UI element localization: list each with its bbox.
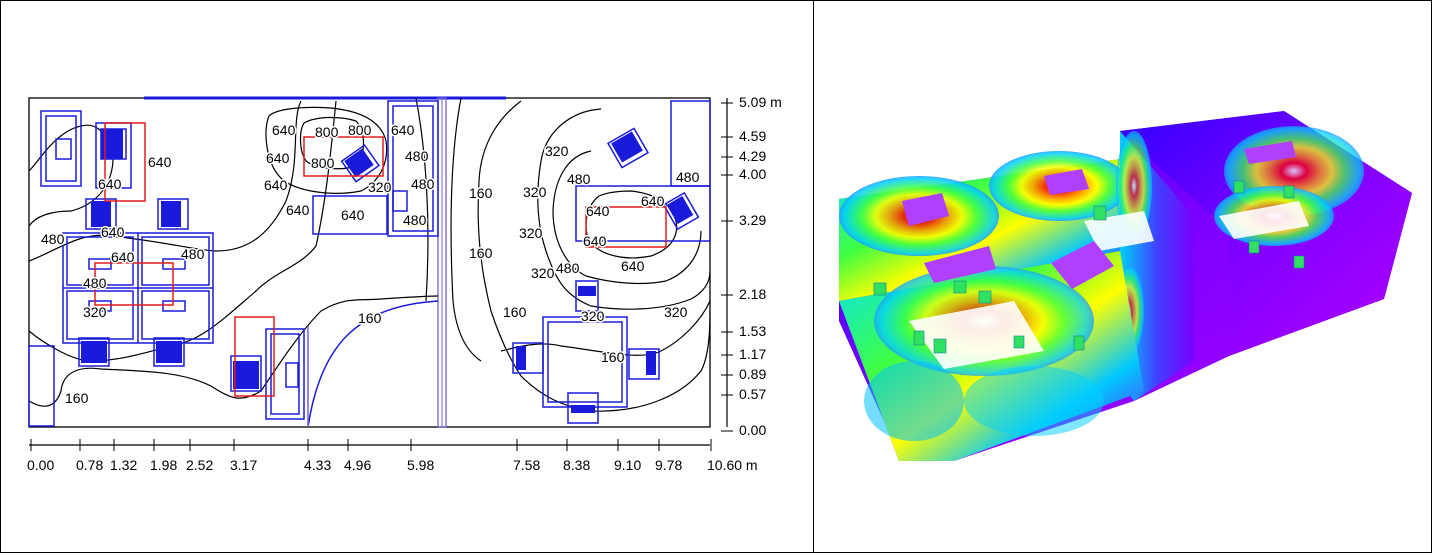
x-tick-label: 1.98 xyxy=(150,457,177,473)
contour-label: 640 xyxy=(641,193,665,209)
y-tick-label: 3.29 xyxy=(739,212,766,228)
cabinet xyxy=(40,110,82,187)
x-tick-label: 7.58 xyxy=(513,457,540,473)
curved-wall xyxy=(307,300,439,428)
x-tick-label: 0.00 xyxy=(27,457,54,473)
y-tick-label: 1.53 xyxy=(739,323,766,339)
contour-label: 480 xyxy=(411,176,435,192)
contour-label: 320 xyxy=(523,184,547,200)
x-tick-label: 1.32 xyxy=(110,457,137,473)
contour-label: 800 xyxy=(315,124,339,140)
x-tick-label: 9.10 xyxy=(614,457,641,473)
contour-label: 640 xyxy=(586,203,610,219)
contour-label: 640 xyxy=(101,224,125,240)
isolux-plan: 6408008008006406406406406406406404806404… xyxy=(27,94,782,473)
contour-label: 480 xyxy=(181,246,205,262)
contour-label: 640 xyxy=(98,176,122,192)
x-tick-label: 8.38 xyxy=(563,457,590,473)
false-color-render xyxy=(839,111,1412,461)
contour-label: 640 xyxy=(341,207,365,223)
x-tick-label: 4.33 xyxy=(304,457,331,473)
render-chairs xyxy=(873,180,1305,354)
contour-label: 800 xyxy=(311,155,335,171)
y-tick-label: 2.18 xyxy=(739,286,766,302)
contour-label: 640 xyxy=(583,233,607,249)
x-tick-label: 10.60 m xyxy=(707,457,758,473)
contour-label: 320 xyxy=(83,304,107,320)
contour-label: 480 xyxy=(403,212,427,228)
contour-label: 160 xyxy=(469,185,493,201)
y-tick-label: 4.59 xyxy=(739,128,766,144)
contour-label: 480 xyxy=(556,260,580,276)
luminaire xyxy=(104,122,146,202)
contour-label: 160 xyxy=(469,245,493,261)
contour-label: 480 xyxy=(405,148,429,164)
contour-label: 320 xyxy=(545,143,569,159)
contour-label: 480 xyxy=(676,169,700,185)
y-tick-label: 4.29 xyxy=(739,148,766,164)
false-color-render-panel xyxy=(813,0,1432,553)
x-tick-label: 4.96 xyxy=(344,457,371,473)
contour-label: 160 xyxy=(601,349,625,365)
contour-label: 640 xyxy=(148,154,172,170)
contour-label: 160 xyxy=(503,304,527,320)
y-axis: 5.09 m 4.59 4.29 4.00 3.29 2.18 1.53 1.17 0.89 0.… xyxy=(721,94,782,438)
x-tick-label: 3.17 xyxy=(230,457,257,473)
x-tick-label: 5.98 xyxy=(407,457,434,473)
y-tick-label: 0.57 xyxy=(739,386,766,402)
x-tick-label: 0.78 xyxy=(76,457,103,473)
contour-label: 320 xyxy=(531,265,555,281)
x-tick-label: 9.78 xyxy=(655,457,682,473)
render-luminaires xyxy=(902,141,1296,289)
contour-label: 640 xyxy=(111,249,135,265)
y-tick-label: 4.00 xyxy=(739,166,766,182)
contour-label: 320 xyxy=(581,308,605,324)
y-tick-label: 1.17 xyxy=(739,346,766,362)
y-tick-label: 5.09 m xyxy=(739,94,782,110)
y-tick-label: 0.00 xyxy=(739,422,766,438)
contour-label: 640 xyxy=(264,177,288,193)
contour-label: 480 xyxy=(41,231,65,247)
y-tick-label: 0.89 xyxy=(739,366,766,382)
x-axis: 0.00 0.78 1.32 1.98 2.52 3.17 4.33 4.96 5.98 7.58… xyxy=(27,439,758,473)
luminaires xyxy=(94,122,667,397)
contour-label: 640 xyxy=(266,150,290,166)
contour-label: 320 xyxy=(519,225,543,241)
contour-label: 320 xyxy=(368,179,392,195)
contour-label: 640 xyxy=(272,122,296,138)
x-tick-label: 2.52 xyxy=(186,457,213,473)
contour-label: 160 xyxy=(65,390,89,406)
contour-label: 480 xyxy=(567,171,591,187)
contour-label: 640 xyxy=(286,202,310,218)
chairs xyxy=(81,129,694,413)
contour-label: 480 xyxy=(83,275,107,291)
contour-label: 160 xyxy=(469,185,493,201)
contour-label: 160 xyxy=(358,310,382,326)
contour-label: 160 xyxy=(503,304,527,320)
contour-label: 640 xyxy=(391,122,415,138)
contour-label: 800 xyxy=(348,122,372,138)
contour-label: 320 xyxy=(664,304,688,320)
contour-label: 640 xyxy=(621,258,645,274)
